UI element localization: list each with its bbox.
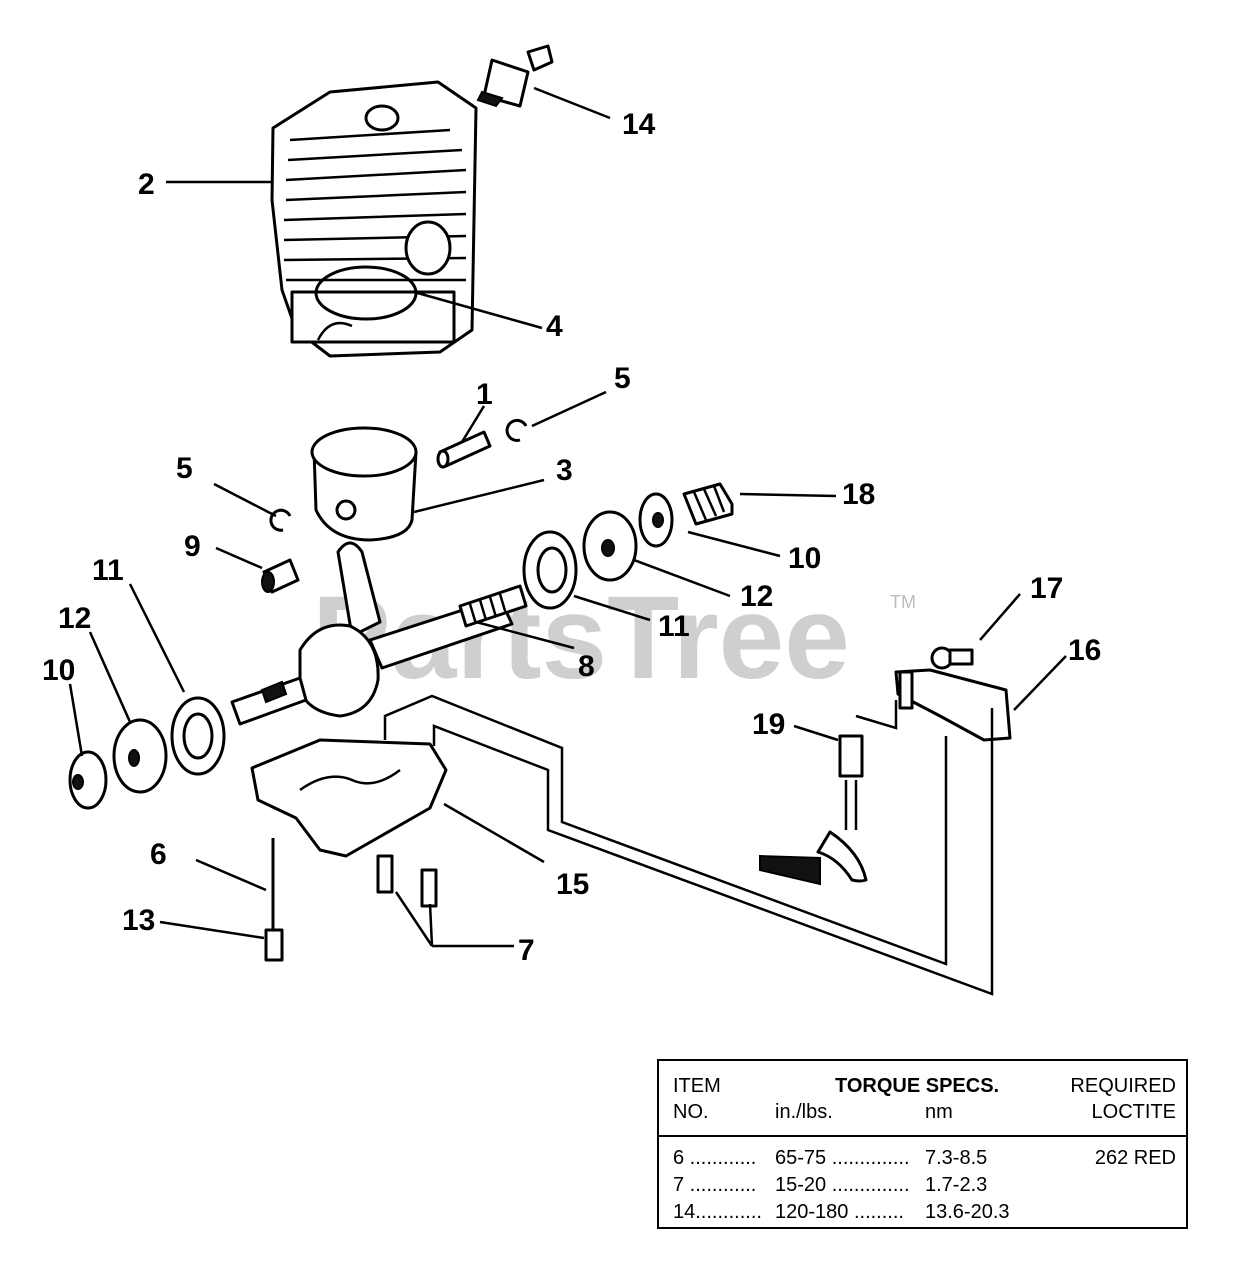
callout-1: 1 — [476, 378, 493, 411]
row-in-lbs: 65-75 .............. — [775, 1147, 910, 1169]
callout-2: 2 — [138, 168, 155, 201]
screw-13 — [264, 838, 284, 962]
header-required: REQUIRED — [1070, 1075, 1176, 1097]
row-nm: 1.7-2.3 — [925, 1174, 988, 1196]
circlip-left — [269, 508, 292, 532]
callout-17: 17 — [1030, 572, 1063, 605]
watermark-trademark: TM — [890, 592, 916, 612]
crankcase — [250, 738, 448, 858]
torque-table-header: ITEM NO. TORQUE SPECS. in./lbs. nm REQUI… — [659, 1061, 1186, 1137]
oil-pickup — [759, 734, 868, 886]
header-in-lbs: in./lbs. — [775, 1101, 833, 1123]
needle-bearing — [261, 558, 300, 594]
circlip-right — [505, 418, 528, 442]
callout-15: 15 — [556, 868, 589, 901]
oil-pump-bracket — [894, 668, 1012, 742]
row-item: 14............ — [673, 1201, 762, 1223]
bearing-right — [522, 530, 578, 610]
header-torque-specs: TORQUE SPECS. — [835, 1075, 1000, 1097]
callout-10-left: 10 — [42, 654, 75, 687]
screw-7-right — [420, 868, 438, 908]
callout-8: 8 — [578, 650, 595, 683]
callout-19: 19 — [752, 708, 785, 741]
piston — [310, 426, 418, 542]
seal-left — [112, 718, 168, 794]
callout-11-left: 11 — [92, 554, 124, 587]
leader-lines — [68, 86, 1067, 948]
callout-6: 6 — [150, 838, 167, 871]
assembly-outline — [383, 694, 994, 996]
header-loctite: LOCTITE — [1091, 1101, 1176, 1123]
callout-3: 3 — [556, 454, 573, 487]
seal-right — [582, 510, 638, 582]
callout-16: 16 — [1068, 634, 1101, 667]
callout-12-right: 12 — [740, 580, 773, 613]
callout-10-right: 10 — [788, 542, 821, 575]
callout-7: 7 — [518, 934, 535, 967]
oil-pump-screw — [930, 646, 974, 670]
header-item: ITEM — [673, 1075, 721, 1097]
callout-11-right: 11 — [658, 610, 690, 643]
cylinder — [270, 80, 478, 358]
torque-specs-table: ITEM NO. TORQUE SPECS. in./lbs. nm REQUI… — [657, 1059, 1188, 1229]
spark-plug — [476, 44, 554, 108]
row-loctite: 262 RED — [1094, 1147, 1176, 1169]
wrist-pin — [436, 430, 492, 469]
callout-13: 13 — [122, 904, 155, 937]
bearing-left — [170, 696, 226, 776]
row-in-lbs: 120-180 ......... — [775, 1201, 904, 1223]
row-item: 7 ............ — [673, 1174, 757, 1196]
callout-14: 14 — [622, 108, 656, 141]
callout-5-right: 5 — [614, 362, 631, 395]
row-item: 6 ............ — [673, 1147, 757, 1169]
row-in-lbs: 15-20 .............. — [775, 1174, 910, 1196]
row-nm: 13.6-20.3 — [925, 1201, 1010, 1223]
row-nm: 7.3-8.5 — [925, 1147, 988, 1169]
washer-right — [638, 492, 674, 548]
callout-4: 4 — [546, 310, 563, 343]
callout-5-left: 5 — [176, 452, 193, 485]
washer-left — [68, 750, 108, 810]
header-no: NO. — [673, 1101, 709, 1123]
screw-7-left — [376, 854, 394, 894]
callout-12-left: 12 — [58, 602, 91, 635]
callout-9: 9 — [184, 530, 201, 563]
crankshaft — [230, 541, 528, 726]
header-nm: nm — [925, 1101, 953, 1123]
callout-18: 18 — [842, 478, 875, 511]
spring-pulley — [682, 482, 734, 526]
